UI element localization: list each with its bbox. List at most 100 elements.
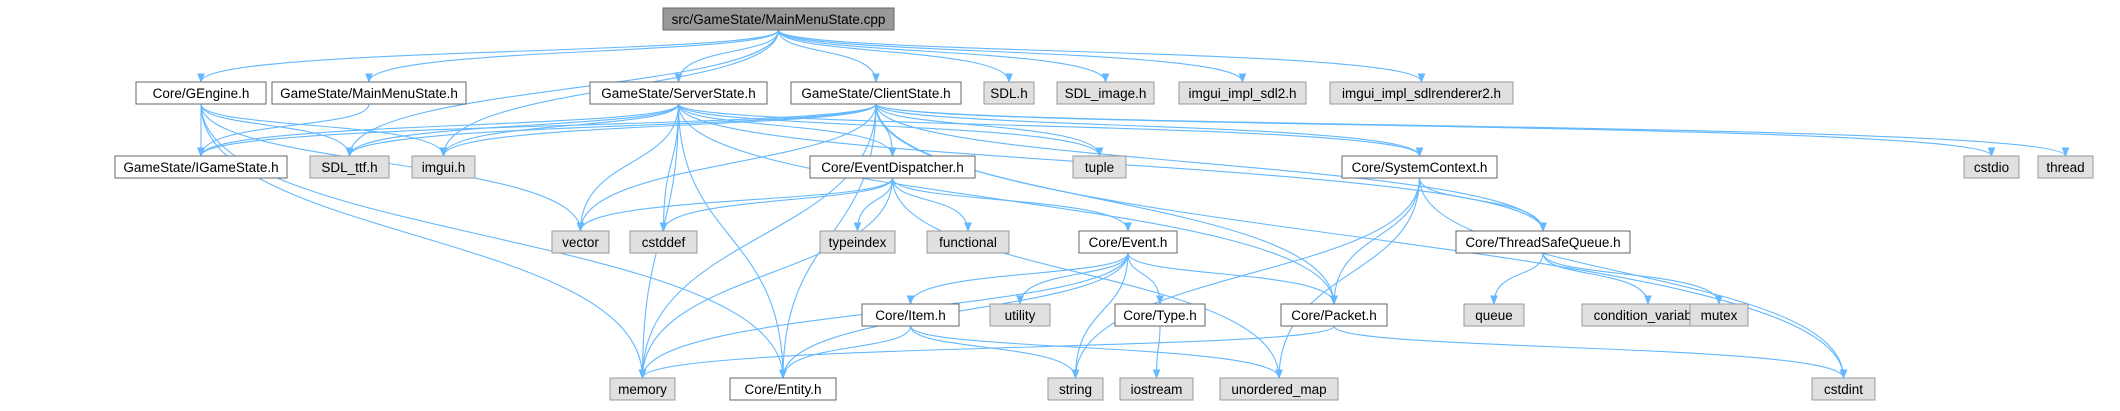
edge-syscontext-to-string (1076, 177, 1421, 378)
edge-server-to-igamestate (201, 103, 680, 156)
node-utility: utility (989, 303, 1051, 327)
node-imguisdl2: imgui_impl_sdl2.h (1178, 81, 1307, 105)
edge-eventdisp-to-functional (891, 177, 969, 231)
node-sdlttf: SDL_ttf.h (309, 155, 390, 179)
node-label-imguirend: imgui_impl_sdlrenderer2.h (1342, 86, 1501, 101)
node-mainmenu[interactable]: GameState/MainMenuState.h (271, 81, 467, 105)
edge-client-to-igamestate (201, 103, 877, 156)
node-label-mainmenu: GameState/MainMenuState.h (280, 86, 458, 101)
node-item[interactable]: Core/Item.h (861, 303, 960, 327)
edge-client-to-memory (643, 103, 877, 378)
edge-gengine-to-imgui (200, 103, 444, 156)
node-event[interactable]: Core/Event.h (1078, 230, 1178, 254)
node-eventdisp[interactable]: Core/EventDispatcher.h (809, 155, 976, 179)
node-label-sdl: SDL.h (990, 86, 1028, 101)
node-label-cstdint: cstdint (1824, 382, 1863, 397)
node-label-item: Core/Item.h (875, 308, 946, 323)
node-cstdio: cstdio (1963, 155, 2020, 179)
edges-layer (200, 29, 2066, 378)
node-box-sdlimage (1056, 81, 1155, 105)
node-label-syscontext: Core/SystemContext.h (1352, 160, 1488, 175)
node-label-type: Core/Type.h (1123, 308, 1197, 323)
node-box-imguisdl2 (1178, 81, 1307, 105)
node-box-eventdisp (809, 155, 976, 179)
node-box-root (662, 7, 895, 31)
edge-client-to-sdlttf (350, 103, 877, 156)
node-tuple: tuple (1072, 155, 1127, 179)
node-label-typeindex: typeindex (829, 235, 887, 250)
node-iostream: iostream (1119, 377, 1194, 401)
node-box-vector (551, 230, 610, 254)
node-label-gengine: Core/GEngine.h (153, 86, 250, 101)
node-typeindex: typeindex (819, 230, 896, 254)
edge-client-to-tsqueue (875, 103, 1543, 231)
node-box-type (1114, 303, 1206, 327)
node-type[interactable]: Core/Type.h (1114, 303, 1206, 327)
edge-eventdisp-to-event (891, 177, 1129, 231)
node-box-igamestate (114, 155, 288, 179)
edge-eventdisp-to-vector (581, 177, 894, 231)
edge-syscontext-to-tsqueue (1418, 177, 1544, 231)
node-label-utility: utility (1005, 308, 1036, 323)
node-box-iostream (1119, 377, 1194, 401)
edge-syscontext-to-unordered_map (1279, 177, 1421, 378)
node-box-cstddef (629, 230, 698, 254)
node-box-thread (2037, 155, 2094, 179)
node-sdl: SDL.h (983, 81, 1035, 105)
node-client[interactable]: GameState/ClientState.h (790, 81, 962, 105)
edge-mainmenu-to-igamestate (201, 103, 370, 156)
node-thread: thread (2037, 155, 2094, 179)
node-label-igamestate: GameState/IGameState.h (123, 160, 278, 175)
edge-gengine-to-sdlttf (200, 103, 350, 156)
node-tsqueue[interactable]: Core/ThreadSafeQueue.h (1455, 230, 1631, 254)
node-box-item (861, 303, 960, 327)
edge-server-to-cstddef (664, 103, 680, 231)
node-label-tuple: tuple (1085, 160, 1114, 175)
node-memory: memory (609, 377, 676, 401)
node-box-event (1078, 230, 1178, 254)
node-imgui: imgui.h (411, 155, 476, 179)
node-syscontext[interactable]: Core/SystemContext.h (1341, 155, 1498, 179)
node-label-sdlttf: SDL_ttf.h (321, 160, 377, 175)
node-label-memory: memory (618, 382, 667, 397)
node-gengine[interactable]: Core/GEngine.h (135, 81, 267, 105)
edge-event-to-type (1127, 252, 1160, 304)
node-box-entity (729, 377, 837, 401)
edge-item-to-unordered_map (909, 325, 1280, 378)
edge-item-to-string (909, 325, 1076, 378)
node-box-gengine (135, 81, 267, 105)
edge-server-to-entity (677, 103, 784, 378)
node-box-queue (1463, 303, 1525, 327)
node-server[interactable]: GameState/ServerState.h (589, 81, 768, 105)
edge-item-to-entity (783, 325, 912, 378)
node-box-imgui (411, 155, 476, 179)
edge-server-to-imgui (444, 103, 680, 156)
node-label-imguisdl2: imgui_impl_sdl2.h (1188, 86, 1296, 101)
node-root: src/GameState/MainMenuState.cpp (662, 7, 895, 31)
node-condvar: condition_variable (1581, 303, 1715, 327)
node-box-typeindex (819, 230, 896, 254)
node-label-cstdio: cstdio (1974, 160, 2009, 175)
edge-server-to-vector (581, 103, 680, 231)
edge-type-to-iostream (1157, 325, 1161, 378)
node-box-tuple (1072, 155, 1127, 179)
node-label-thread: thread (2046, 160, 2084, 175)
node-label-root: src/GameState/MainMenuState.cpp (672, 12, 886, 27)
node-label-event: Core/Event.h (1089, 235, 1168, 250)
node-label-string: string (1059, 382, 1092, 397)
edge-client-to-syscontext (875, 103, 1420, 156)
node-box-unordered_map (1219, 377, 1339, 401)
node-box-tsqueue (1455, 230, 1631, 254)
edge-tsqueue-to-mutex (1542, 252, 1719, 304)
edge-client-to-tuple (875, 103, 1100, 156)
edge-event-to-packet (1127, 252, 1334, 304)
node-entity[interactable]: Core/Entity.h (729, 377, 837, 401)
edge-packet-to-memory (643, 325, 1335, 378)
node-box-mutex (1689, 303, 1749, 327)
edge-root-to-client (777, 29, 877, 82)
node-box-imguirend (1329, 81, 1514, 105)
node-igamestate[interactable]: GameState/IGameState.h (114, 155, 288, 179)
edge-root-to-mainmenu (369, 29, 780, 82)
node-packet[interactable]: Core/Packet.h (1280, 303, 1388, 327)
node-queue: queue (1463, 303, 1525, 327)
